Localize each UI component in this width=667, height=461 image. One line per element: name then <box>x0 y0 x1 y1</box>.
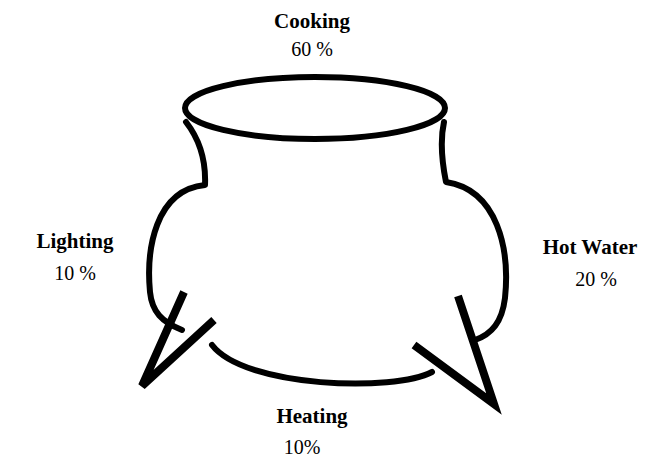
category-label: Heating <box>276 405 347 428</box>
category-label: Hot Water <box>543 236 638 259</box>
percentage-label: 60 % <box>291 38 333 60</box>
percentage-label: 10 % <box>54 262 96 284</box>
category-label: Cooking <box>274 10 350 33</box>
category-label: Lighting <box>36 230 113 253</box>
percentage-label: 20 % <box>575 268 617 290</box>
percentage-label: 10% <box>284 436 321 458</box>
